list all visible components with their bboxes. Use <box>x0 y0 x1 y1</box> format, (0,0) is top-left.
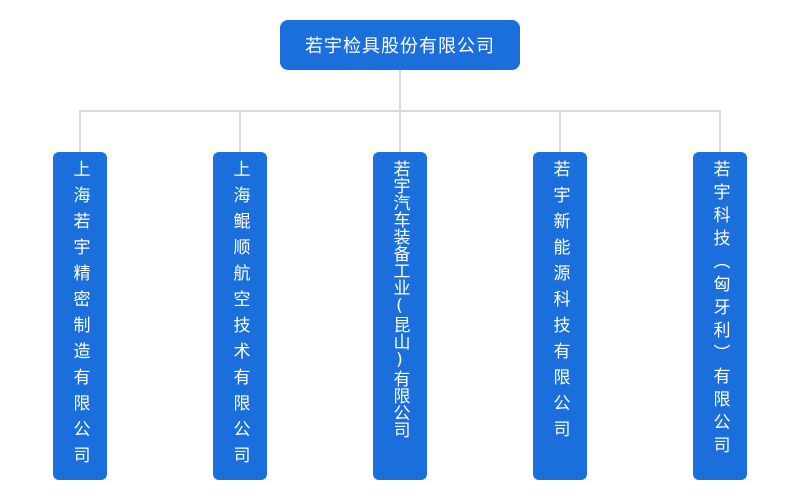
subsidiary-box: 若宇汽车装备工业(昆山)有限公司 <box>373 152 427 480</box>
subsidiary-box: 若宇科技（匈牙利）有限公司 <box>693 152 747 480</box>
subsidiary-label: 若宇汽车装备工业(昆山)有限公司 <box>389 160 410 438</box>
root-company-box: 若宇检具股份有限公司 <box>280 20 520 70</box>
child-connector <box>239 110 241 152</box>
root-company-label: 若宇检具股份有限公司 <box>305 36 495 57</box>
subsidiary-box: 上海鲲顺航空技术有限公司 <box>213 152 267 480</box>
subsidiary-label: 若宇科技（匈牙利）有限公司 <box>709 160 730 459</box>
subsidiary-box: 上海若宇精密制造有限公司 <box>53 152 107 480</box>
child-connector <box>79 110 81 152</box>
subsidiary-label: 若宇新能源科技有限公司 <box>549 160 570 446</box>
child-connector <box>559 110 561 152</box>
subsidiary-label: 上海鲲顺航空技术有限公司 <box>229 160 250 472</box>
root-connector <box>399 70 401 111</box>
subsidiary-label: 上海若宇精密制造有限公司 <box>69 160 90 472</box>
child-connector <box>399 110 401 152</box>
subsidiary-box: 若宇新能源科技有限公司 <box>533 152 587 480</box>
child-connector <box>719 110 721 152</box>
